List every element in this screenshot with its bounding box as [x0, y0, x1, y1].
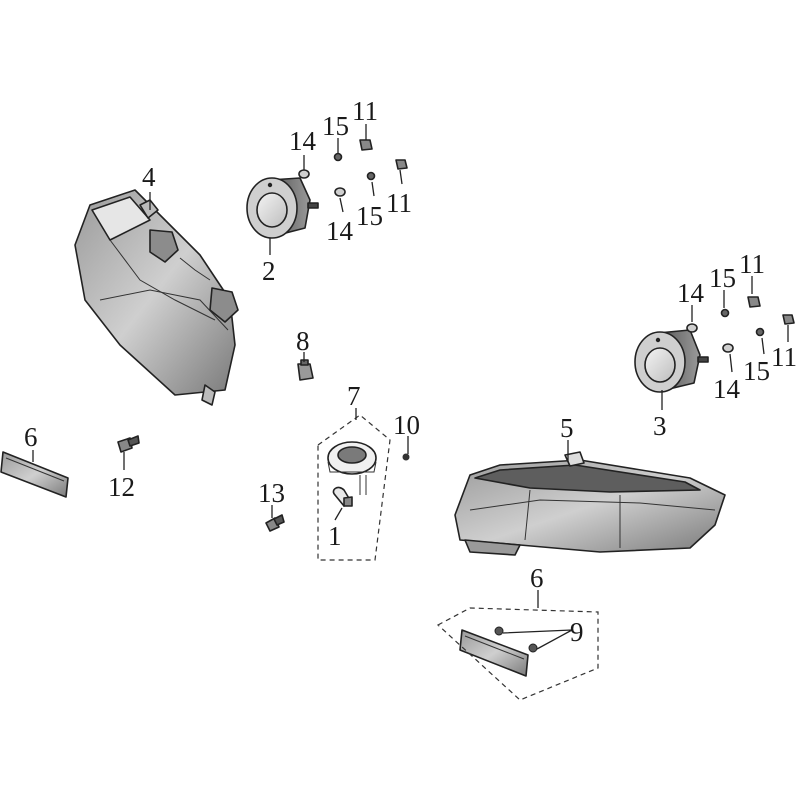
callout-14-d: 14 [713, 374, 741, 404]
callout-6-left: 6 [24, 422, 38, 452]
reflector-left [0, 451, 69, 498]
callout-5: 5 [560, 413, 574, 443]
headlight-assembly-right [454, 451, 726, 556]
callout-11-c: 11 [739, 249, 765, 279]
callout-labels: 4 2 3 5 6 6 7 8 9 10 12 13 1 14 15 11 14… [24, 96, 797, 647]
callout-4: 4 [142, 162, 156, 192]
callout-11-d: 11 [771, 342, 797, 372]
callout-12: 12 [108, 472, 135, 502]
fastener-12-screw [117, 435, 140, 453]
bulb [332, 486, 353, 507]
fastener-13-screw [265, 514, 285, 532]
fastener-8-clip [297, 359, 314, 381]
callout-15-a: 15 [322, 111, 349, 141]
callout-7: 7 [347, 381, 361, 411]
callout-3: 3 [653, 411, 667, 441]
callout-13: 13 [258, 478, 285, 508]
leader-lines [32, 124, 789, 701]
callout-14-c: 14 [677, 278, 705, 308]
callout-15-b: 15 [356, 201, 383, 231]
callout-8: 8 [296, 326, 310, 356]
callout-14-a: 14 [289, 126, 317, 156]
fog-lamp-right [634, 329, 709, 393]
callout-1: 1 [328, 521, 342, 551]
fastener-10-nut [402, 453, 410, 461]
headlight-assembly-left [74, 189, 239, 406]
license-light-kit [317, 414, 391, 561]
callout-10: 10 [393, 410, 420, 440]
reflector-right [459, 626, 538, 677]
callout-9: 9 [570, 617, 584, 647]
callout-14-b: 14 [326, 216, 354, 246]
callout-11-a: 11 [352, 96, 378, 126]
callout-11-b: 11 [386, 188, 412, 218]
callout-2: 2 [262, 256, 276, 286]
fog-lamp-upper [246, 177, 319, 239]
callout-15-d: 15 [743, 356, 770, 386]
callout-15-c: 15 [709, 263, 736, 293]
hardware-right [686, 296, 795, 353]
callout-6-right: 6 [530, 563, 544, 593]
